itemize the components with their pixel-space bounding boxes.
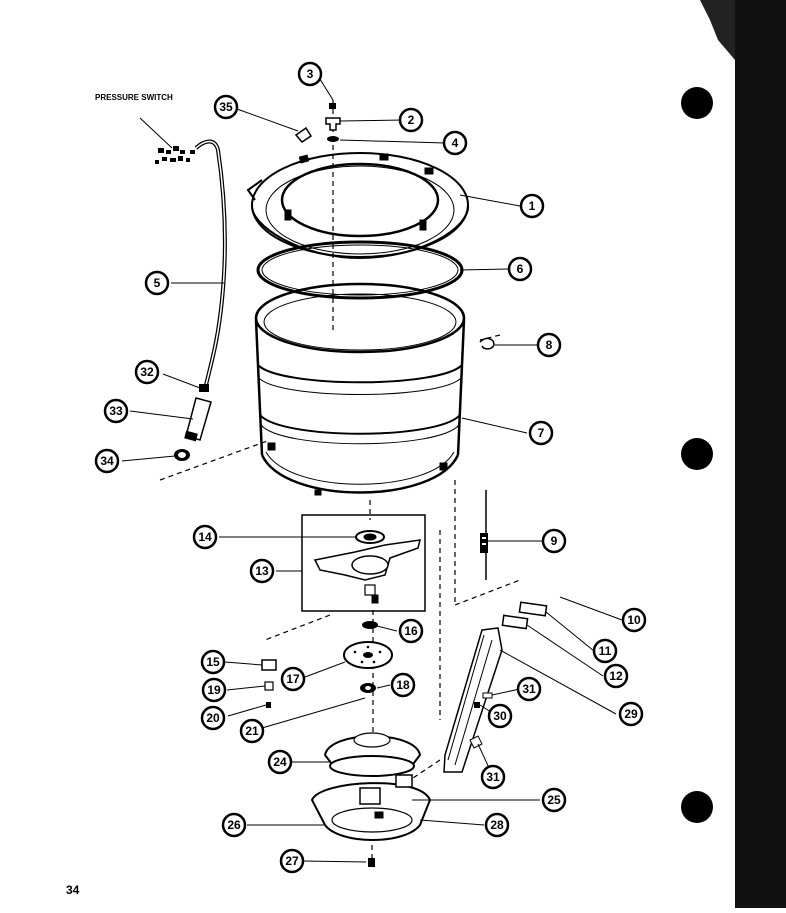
washer — [362, 621, 378, 629]
callout-label: 31 — [486, 770, 500, 784]
callout-25: 25 — [541, 787, 567, 813]
callout-label: 24 — [273, 755, 287, 769]
callout-label: 16 — [404, 624, 418, 638]
callout-10: 10 — [621, 607, 647, 633]
pressure-hose — [194, 139, 227, 386]
callout-label: 25 — [547, 793, 561, 807]
callout-label: 9 — [551, 534, 558, 548]
callout-label: 3 — [307, 67, 314, 81]
callout-31: 31 — [480, 764, 506, 790]
tub-seal — [256, 240, 464, 300]
callout-label: 15 — [206, 655, 220, 669]
callout-7: 7 — [528, 420, 554, 446]
callout-9: 9 — [541, 528, 567, 554]
callout-label: 33 — [109, 404, 123, 418]
callout-label: 30 — [493, 709, 507, 723]
base-pan — [310, 774, 432, 841]
support-leg — [443, 627, 503, 773]
callout-label: 29 — [624, 707, 638, 721]
callout-24: 24 — [267, 749, 293, 775]
seal-plate — [343, 641, 393, 669]
callout-5: 5 — [144, 270, 170, 296]
bracket — [261, 659, 277, 671]
callout-label: 28 — [490, 818, 504, 832]
callout-12: 12 — [603, 663, 629, 689]
callout-2: 2 — [398, 107, 424, 133]
callout-label: 21 — [245, 724, 259, 738]
outer-tub — [254, 282, 466, 496]
callout-33: 33 — [103, 398, 129, 424]
callout-27: 27 — [279, 848, 305, 874]
callout-1: 1 — [519, 193, 545, 219]
callout-4: 4 — [442, 130, 468, 156]
callout-6: 6 — [507, 256, 533, 282]
callout-28: 28 — [484, 812, 510, 838]
callout-label: 4 — [452, 136, 459, 150]
callout-21: 21 — [239, 718, 265, 744]
callout-label: 18 — [396, 678, 410, 692]
callout-13: 13 — [249, 558, 275, 584]
page-number: 34 — [66, 883, 80, 897]
callout-label: 19 — [207, 683, 221, 697]
callout-label: 11 — [599, 644, 612, 658]
callout-label: 12 — [609, 669, 623, 683]
callout-label: 13 — [255, 564, 269, 578]
callout-31: 31 — [516, 676, 542, 702]
callout-label: 35 — [219, 100, 233, 114]
callout-26: 26 — [221, 812, 247, 838]
callout-30: 30 — [487, 703, 513, 729]
binder-hole — [681, 791, 713, 823]
callout-14: 14 — [192, 524, 218, 550]
callout-20: 20 — [200, 705, 226, 731]
callout-label: 5 — [154, 276, 161, 290]
callout-label: 17 — [286, 672, 300, 686]
binder-hole — [681, 438, 713, 470]
grommet — [174, 449, 190, 461]
callout-17: 17 — [280, 666, 306, 692]
callout-label: 1 — [529, 199, 536, 213]
gear-cover — [323, 732, 422, 777]
air-dome — [184, 397, 212, 442]
clip — [479, 337, 495, 350]
callout-8: 8 — [536, 332, 562, 358]
callout-label: 26 — [227, 818, 241, 832]
tub-ring — [246, 152, 470, 260]
screw — [368, 858, 375, 867]
callout-label: 27 — [285, 854, 299, 868]
edge-smudge — [700, 0, 735, 60]
callout-label: 8 — [546, 338, 553, 352]
callout-label: 32 — [140, 365, 154, 379]
callout-16: 16 — [398, 618, 424, 644]
callout-11: 11 — [592, 638, 618, 664]
spider-group-box — [301, 514, 426, 612]
top-hardware — [294, 103, 341, 143]
pressure-switch — [155, 146, 195, 164]
spider-assembly — [313, 530, 421, 604]
callout-29: 29 — [618, 701, 644, 727]
callout-label: 34 — [100, 454, 114, 468]
hose-clamp — [199, 384, 209, 392]
pressure-switch-label: PRESSURE SWITCH — [95, 93, 173, 102]
callout-label: 6 — [517, 262, 524, 276]
callout-18: 18 — [390, 672, 416, 698]
callout-label: 20 — [206, 711, 220, 725]
callout-3: 3 — [297, 61, 323, 87]
callout-32: 32 — [134, 359, 160, 385]
spring — [480, 490, 488, 580]
callout-label: 7 — [538, 426, 545, 440]
callout-35: 35 — [213, 94, 239, 120]
callout-label: 14 — [198, 530, 212, 544]
callout-19: 19 — [201, 677, 227, 703]
callout-label: 2 — [408, 113, 415, 127]
callout-15: 15 — [200, 649, 226, 675]
callout-label: 10 — [627, 613, 641, 627]
callout-34: 34 — [94, 448, 120, 474]
binder-hole — [681, 87, 713, 119]
callout-label: 31 — [522, 682, 536, 696]
edge-strip — [735, 0, 786, 908]
